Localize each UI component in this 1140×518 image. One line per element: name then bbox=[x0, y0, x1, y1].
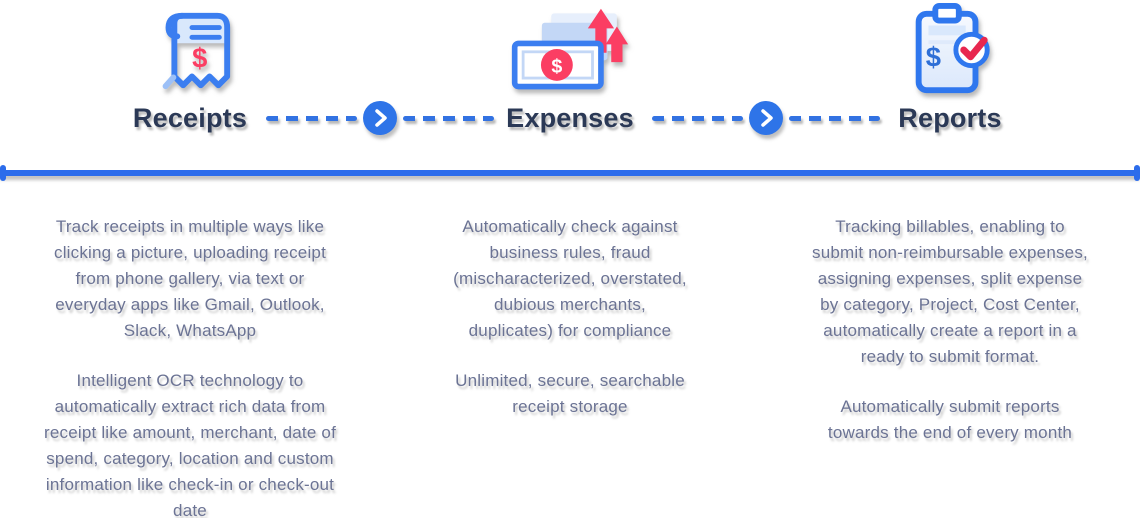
svg-text:$: $ bbox=[926, 42, 941, 73]
dashed-line bbox=[403, 115, 494, 121]
expenses-paragraph-1: Automatically check against business rul… bbox=[453, 217, 687, 340]
chevron-right-icon[interactable] bbox=[749, 101, 783, 135]
receipts-paragraph-1: Track receipts in multiple ways like cli… bbox=[54, 217, 326, 340]
step-label-receipts: Receipts bbox=[132, 103, 248, 133]
step-expenses: $ Expenses bbox=[380, 0, 760, 134]
connector-receipts-to-expenses bbox=[266, 101, 494, 135]
svg-text:$: $ bbox=[192, 43, 207, 74]
details-row: Track receipts in multiple ways like cli… bbox=[0, 176, 1140, 518]
step-label-reports: Reports bbox=[898, 103, 1002, 133]
section-divider bbox=[0, 165, 1140, 181]
receipts-details: Track receipts in multiple ways like cli… bbox=[0, 214, 380, 518]
divider-right-cap bbox=[1134, 165, 1140, 181]
dashed-line bbox=[652, 115, 743, 121]
expenses-details: Automatically check against business rul… bbox=[380, 214, 760, 518]
receipts-paragraph-2: Intelligent OCR technology to automatica… bbox=[43, 371, 337, 518]
flow-header: $ Receipts $ Expenses bbox=[0, 0, 1140, 142]
svg-text:$: $ bbox=[551, 55, 562, 77]
step-receipts: $ Receipts bbox=[0, 0, 380, 134]
divider-left-cap bbox=[0, 165, 6, 181]
dashed-line bbox=[789, 115, 880, 121]
reports-paragraph-2: Automatically submit reports towards the… bbox=[827, 397, 1073, 442]
receipt-icon: $ bbox=[142, 0, 238, 96]
expenses-icon: $ bbox=[510, 0, 630, 96]
reports-details: Tracking billables, enabling to submit n… bbox=[760, 214, 1140, 518]
expenses-paragraph-2: Unlimited, secure, searchable receipt st… bbox=[455, 371, 685, 416]
step-reports: $ Reports bbox=[760, 0, 1140, 134]
reports-icon: $ bbox=[902, 0, 998, 96]
reports-paragraph-1: Tracking billables, enabling to submit n… bbox=[812, 217, 1088, 366]
chevron-right-icon[interactable] bbox=[363, 101, 397, 135]
step-label-expenses: Expenses bbox=[506, 103, 634, 133]
dashed-line bbox=[266, 115, 357, 121]
connector-expenses-to-reports bbox=[652, 101, 880, 135]
